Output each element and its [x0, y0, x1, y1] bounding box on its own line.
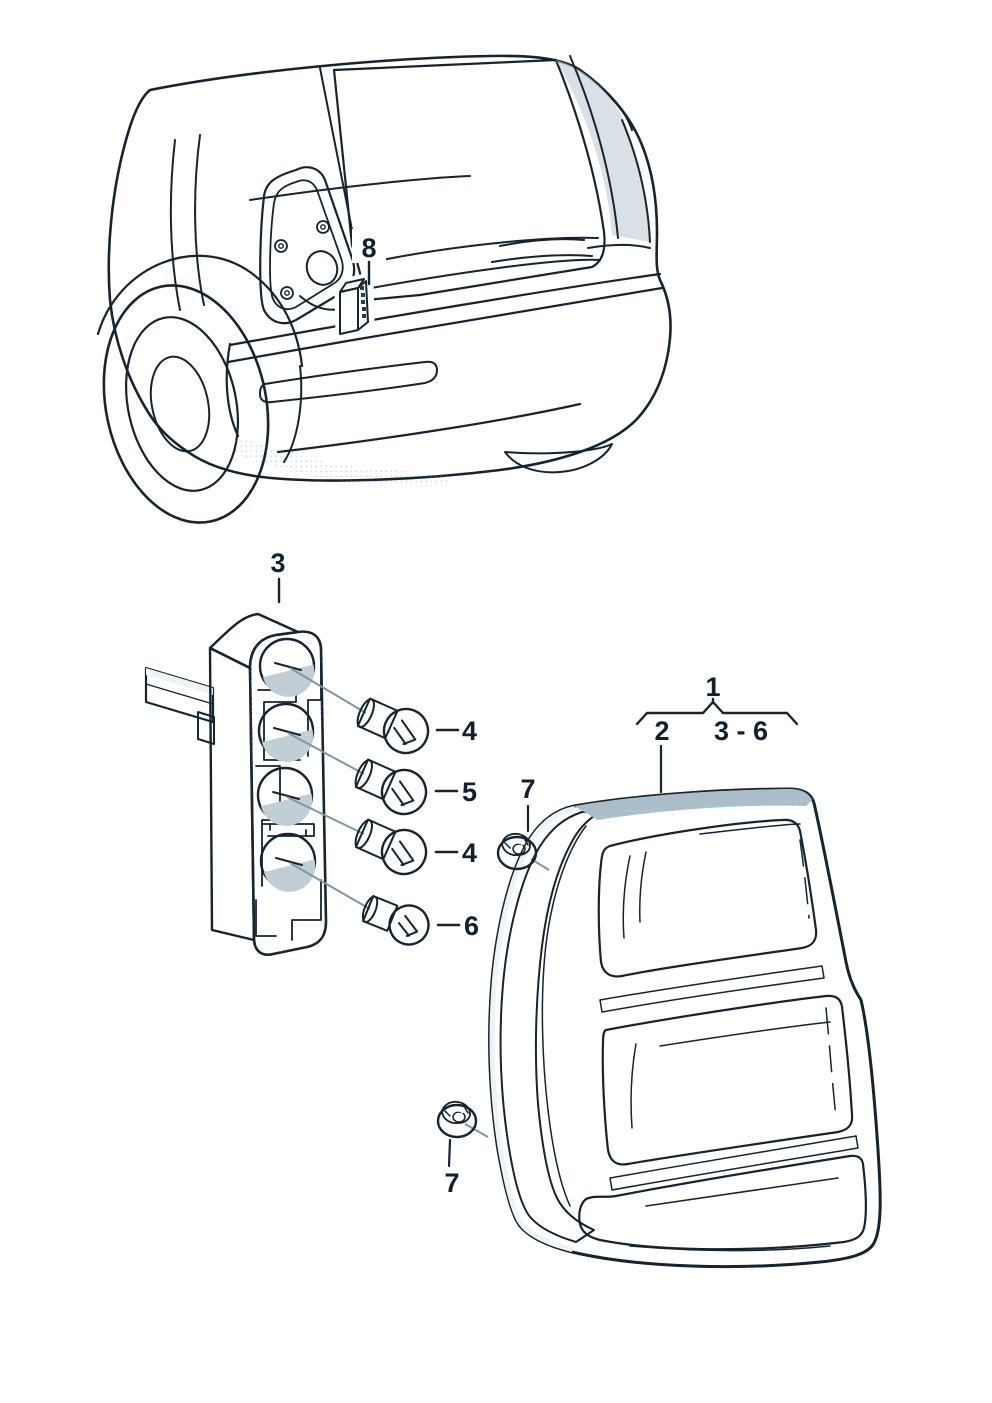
callout-6-label[interactable]: 6 — [464, 911, 479, 941]
bumper-reflector-recess — [259, 360, 438, 404]
body-stipple-shading — [232, 436, 450, 487]
rear-wheel — [96, 254, 304, 524]
trunk-floor-lines — [319, 55, 619, 291]
bulb-carrier — [144, 612, 328, 956]
quarter-panel-lines — [169, 95, 651, 311]
callout-3-label[interactable]: 3 — [270, 548, 285, 578]
lamp-aperture — [305, 250, 339, 286]
callout-4-lower-label[interactable]: 4 — [462, 838, 477, 868]
car-body — [107, 54, 672, 482]
lens-texture — [560, 800, 832, 962]
carrier-tab-lower — [197, 711, 215, 745]
callout-8-backdrop — [352, 229, 386, 263]
callout-7-lower-label[interactable]: 7 — [444, 1168, 459, 1198]
lens-sidewall — [499, 811, 601, 1243]
bulb-4-top — [356, 697, 430, 755]
lens-ribs — [599, 965, 859, 1191]
carrier-tab-top-face — [146, 668, 213, 695]
bulb-6 — [361, 895, 430, 946]
trunk-opening — [332, 58, 606, 302]
callout-5-label[interactable]: 5 — [462, 777, 477, 807]
callout-3-6-label[interactable]: 3 - 6 — [714, 716, 768, 746]
callout-4-top-label[interactable]: 4 — [462, 716, 477, 746]
undertray — [504, 443, 613, 474]
bulb-5 — [354, 758, 428, 816]
bulb-4-lower — [354, 818, 428, 876]
carrier-side-face — [208, 646, 256, 942]
bumper-lines — [225, 272, 664, 454]
lens-sheen-2 — [600, 980, 852, 1258]
socket-3 — [256, 766, 314, 826]
callout-7-upper-label[interactable]: 7 — [520, 774, 535, 804]
leader-lines — [286, 667, 550, 1138]
bulbs — [354, 697, 430, 946]
socket-4 — [259, 832, 317, 892]
callout-1-label[interactable]: 1 — [705, 672, 720, 702]
socket-1 — [258, 637, 316, 697]
connector-pins — [360, 286, 366, 318]
callout-2-label[interactable]: 2 — [654, 716, 669, 746]
callout-8-label[interactable]: 8 — [361, 233, 376, 263]
nut-upper — [496, 832, 538, 871]
lens-reflections — [541, 823, 839, 1252]
car-rear-view — [96, 54, 672, 524]
assembly-bracket: 1 2 3 - 6 — [635, 672, 799, 794]
harness-connector — [334, 273, 375, 340]
screw-holes — [274, 220, 330, 300]
lens-segments — [578, 818, 867, 1251]
callouts: 8 3 4 5 4 6 7 7 1 2 3 - 6 — [270, 229, 799, 1198]
nut-lower — [436, 1100, 478, 1139]
bulb-sockets — [256, 637, 317, 892]
taillight-assembly — [488, 787, 882, 1269]
socket-2 — [257, 702, 315, 762]
